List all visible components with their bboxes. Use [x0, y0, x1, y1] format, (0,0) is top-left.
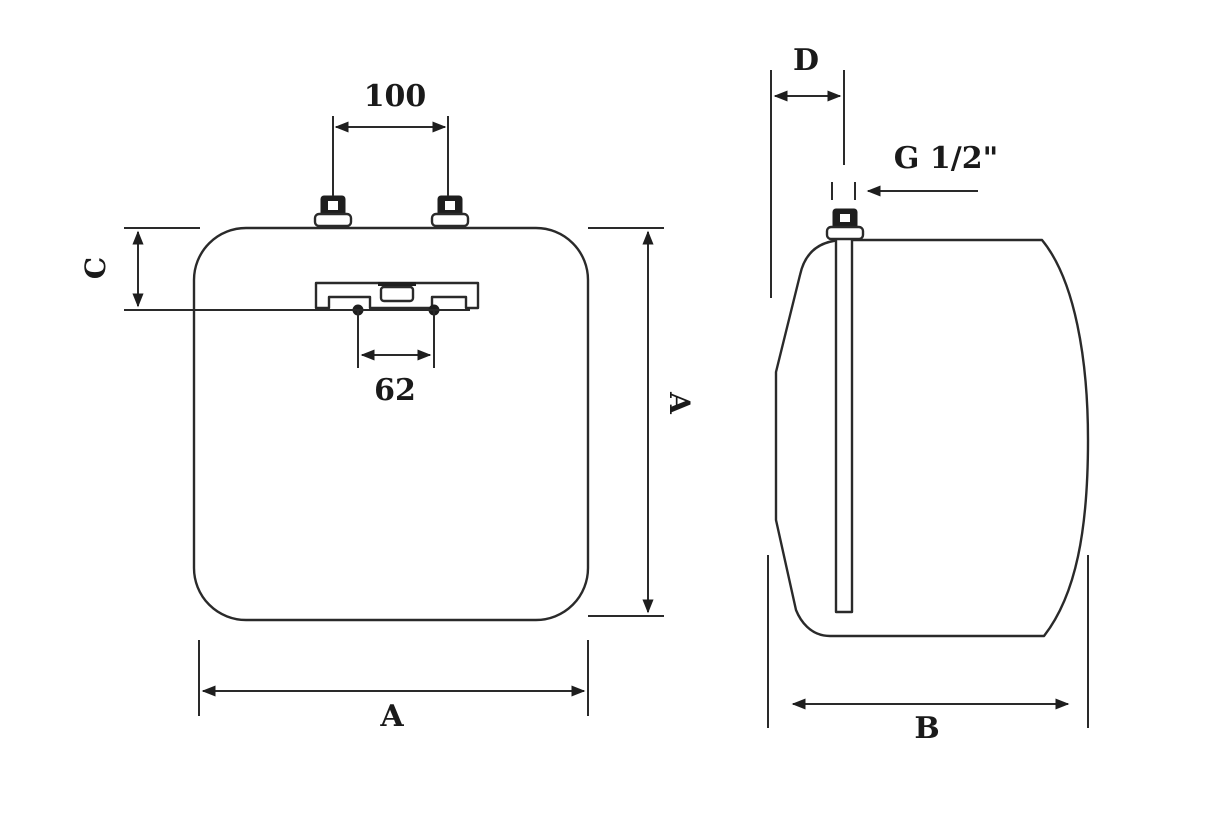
top-to-bracket-dimension: C [79, 227, 470, 311]
wall-bracket [314, 281, 480, 316]
pipe-connector-left [313, 195, 353, 228]
top-to-bracket-label: C [79, 257, 112, 279]
depth-label: B [914, 711, 939, 746]
side-pipe-connector [825, 182, 865, 241]
pipe-offset-label: D [793, 43, 819, 78]
pipe-spacing-label: 100 [364, 79, 427, 114]
thread-label: G 1/2" [894, 141, 998, 176]
side-view: G 1/2" D B [767, 43, 1090, 746]
width-dimension: A [198, 640, 589, 734]
tank-front-outline [192, 226, 590, 622]
depth-dimension: B [767, 555, 1089, 746]
pipe-connector-right [430, 195, 470, 228]
front-view: 100 62 C A [79, 79, 696, 734]
pipe-offset-dimension: D [770, 43, 845, 298]
width-label: A [379, 699, 404, 734]
bracket-hole-dimension: 62 [357, 310, 435, 408]
thread-callout: G 1/2" [866, 141, 998, 197]
pipe-spacing-dimension: 100 [332, 79, 449, 196]
height-label: A [663, 391, 696, 415]
bracket-hole-spacing-label: 62 [374, 373, 416, 408]
tank-side-outline [774, 238, 1090, 638]
inlet-tube [834, 236, 854, 614]
height-dimension: A [588, 227, 696, 617]
